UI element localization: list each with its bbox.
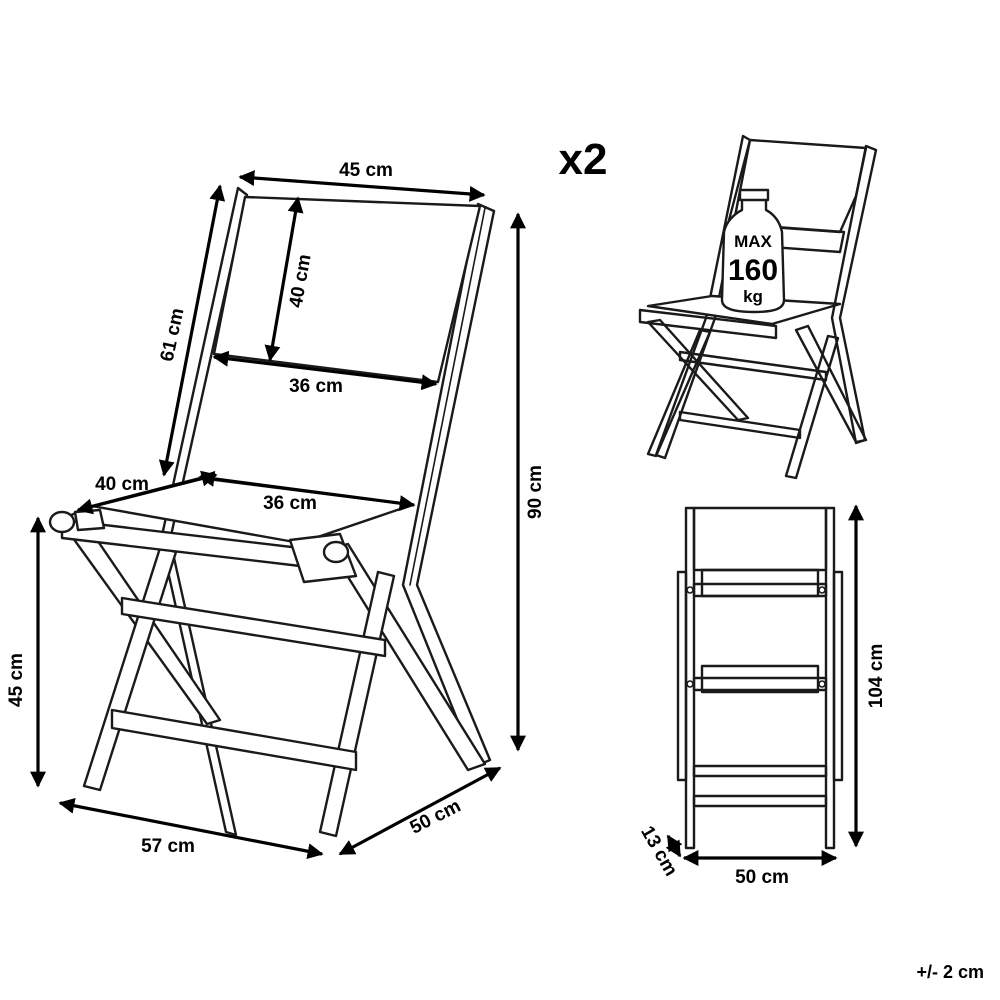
label-overall-depth: 57 cm (141, 836, 195, 857)
dim-line-backrest-panel-width (212, 350, 438, 391)
label-seat-depth: 40 cm (95, 474, 149, 495)
small-front-leg-c (794, 324, 868, 444)
folded-right-frame (832, 570, 844, 782)
label-backrest-top-width: 45 cm (339, 160, 393, 181)
label-folded-depth: 13 cm (636, 823, 681, 880)
small-right-post (830, 144, 878, 445)
small-bottom-stretcher (678, 410, 802, 440)
folded-chair-drawing (676, 506, 844, 850)
label-backrest-length: 61 cm (157, 306, 189, 363)
small-front-leg-b (646, 328, 712, 458)
label-folded-width: 50 cm (735, 867, 789, 888)
weight-capacity-drawing: MAX 160 kg (638, 134, 878, 480)
right-post-inner-edge (409, 207, 486, 586)
folded-bolt-4 (818, 680, 826, 688)
label-seat-height: 45 cm (6, 653, 27, 707)
weight-unit: kg (743, 287, 763, 306)
tolerance-label: +/- 2 cm (916, 962, 984, 982)
seat-left-block (73, 508, 106, 532)
small-backrest (726, 138, 868, 234)
folded-dimensions: 104 cm 50 cm 13 cm (636, 504, 887, 888)
label-folded-height: 104 cm (866, 644, 887, 708)
small-front-leg-d (784, 334, 840, 480)
label-backrest-panel-width: 36 cm (289, 376, 343, 397)
folded-bottom-stretcher-2 (692, 794, 828, 808)
folded-backrest-top (692, 506, 828, 572)
dim-line-overall-width (338, 766, 502, 856)
dim-line-backrest-top-width (238, 170, 486, 202)
label-total-height: 90 cm (525, 465, 546, 519)
weight-value: 160 (728, 254, 778, 287)
small-front-leg-a (646, 318, 750, 422)
dim-line-folded-depth (665, 834, 683, 858)
weight-max-label: MAX (734, 232, 772, 251)
bottom-stretcher (110, 708, 358, 772)
folded-seat-rail-upper (692, 582, 828, 598)
folded-seat-panel-lower (700, 664, 820, 694)
folded-bolt-3 (686, 680, 694, 688)
dim-line-backrest-panel-height (264, 196, 304, 362)
folded-bolt-2 (818, 586, 826, 594)
weight-bottle (720, 193, 786, 314)
weight-bottle-cap (738, 188, 770, 202)
backrest-panel (212, 195, 482, 384)
small-middle-stretcher (678, 350, 828, 382)
right-pivot (322, 540, 350, 564)
rear-left-leg (82, 546, 178, 792)
dim-line-seat-depth (76, 470, 218, 515)
folded-seat-rail-lower (692, 676, 828, 692)
quantity-label: x2 (559, 135, 608, 184)
folded-bottom-stretcher-1 (692, 764, 828, 778)
left-pivot (48, 510, 76, 534)
folded-left-frame (676, 570, 688, 782)
dim-line-backrest-length (158, 184, 226, 477)
middle-stretcher (120, 596, 387, 658)
dim-line-seat-width (198, 470, 416, 512)
right-back-post (401, 202, 496, 768)
rear-right-leg (318, 570, 396, 838)
small-seat-frame (638, 308, 778, 340)
folded-backrest-frame-right (824, 506, 836, 850)
label-seat-width: 36 cm (263, 493, 317, 514)
folded-bolt-1 (686, 586, 694, 594)
dim-line-overall-depth (58, 797, 324, 860)
